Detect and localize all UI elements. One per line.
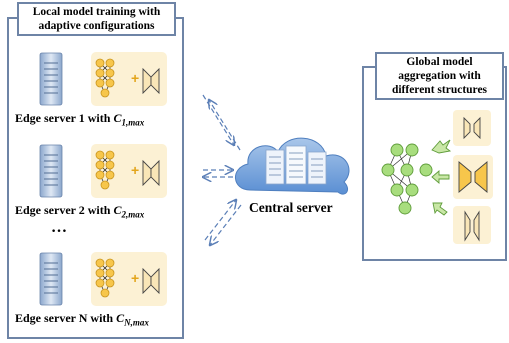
edge-server-n-icon: [39, 252, 63, 306]
edge-model-card-n: [91, 252, 167, 306]
central-server-label: Central server: [249, 200, 333, 215]
edge-model-card-2: [91, 144, 167, 198]
model-structure-small: [453, 110, 491, 146]
edge-server-1-icon: [39, 52, 63, 106]
edge-server-n-label: Edge server N with CN,max: [15, 311, 149, 328]
edge-model-card-1: [91, 52, 167, 106]
edge-server-2-label: Edge server 2 with C2,max: [15, 203, 145, 220]
aggregation-arrows: [431, 139, 452, 216]
model-structure-large: [453, 155, 493, 199]
left-panel-title: Local model training with adaptive confi…: [17, 2, 176, 36]
ellipsis: …: [51, 219, 67, 236]
cloud-icon: [235, 137, 350, 195]
global-model-network: [381, 143, 433, 215]
communication-arrows: [203, 94, 242, 245]
right-panel-title: Global model aggregation with different …: [375, 52, 504, 100]
model-structure-narrow: [453, 206, 491, 244]
server-rack-icon: [265, 145, 327, 185]
edge-server-2-icon: [39, 144, 63, 198]
edge-server-1-label: Edge server 1 with C1,max: [15, 111, 145, 128]
